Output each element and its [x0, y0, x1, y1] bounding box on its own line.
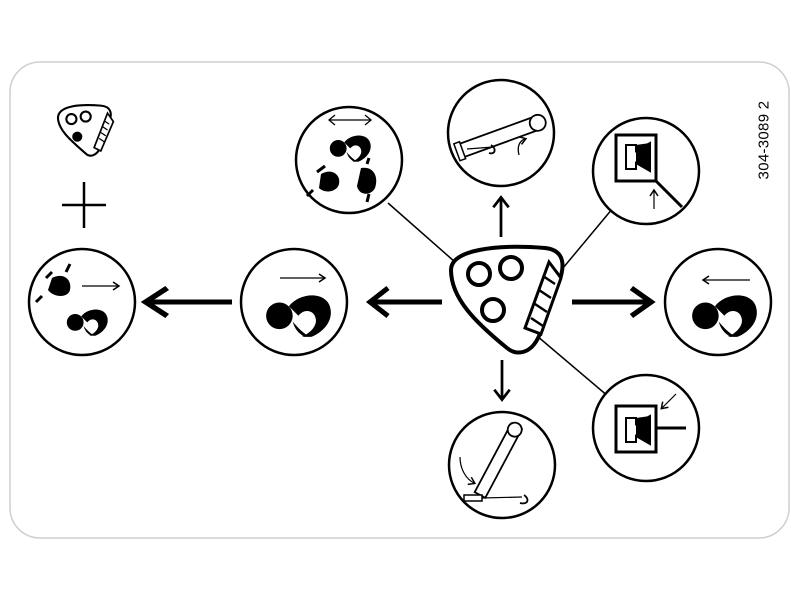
hook-move-left-icon	[663, 247, 773, 357]
part-number-text: 304-3089 2	[755, 100, 773, 180]
winch-lift-icon	[591, 116, 701, 226]
plus-icon	[62, 182, 106, 228]
hook-slew-with-rotator-icon	[294, 105, 404, 215]
winch-lower-icon	[591, 373, 701, 483]
legend-controller-icon	[56, 104, 115, 157]
center-controller-icon	[448, 244, 565, 355]
boom-lower-icon	[447, 410, 557, 520]
rotator-hook-move-icon	[27, 247, 137, 357]
hook-move-right-icon	[239, 247, 349, 357]
boom-raise-icon	[446, 78, 556, 188]
